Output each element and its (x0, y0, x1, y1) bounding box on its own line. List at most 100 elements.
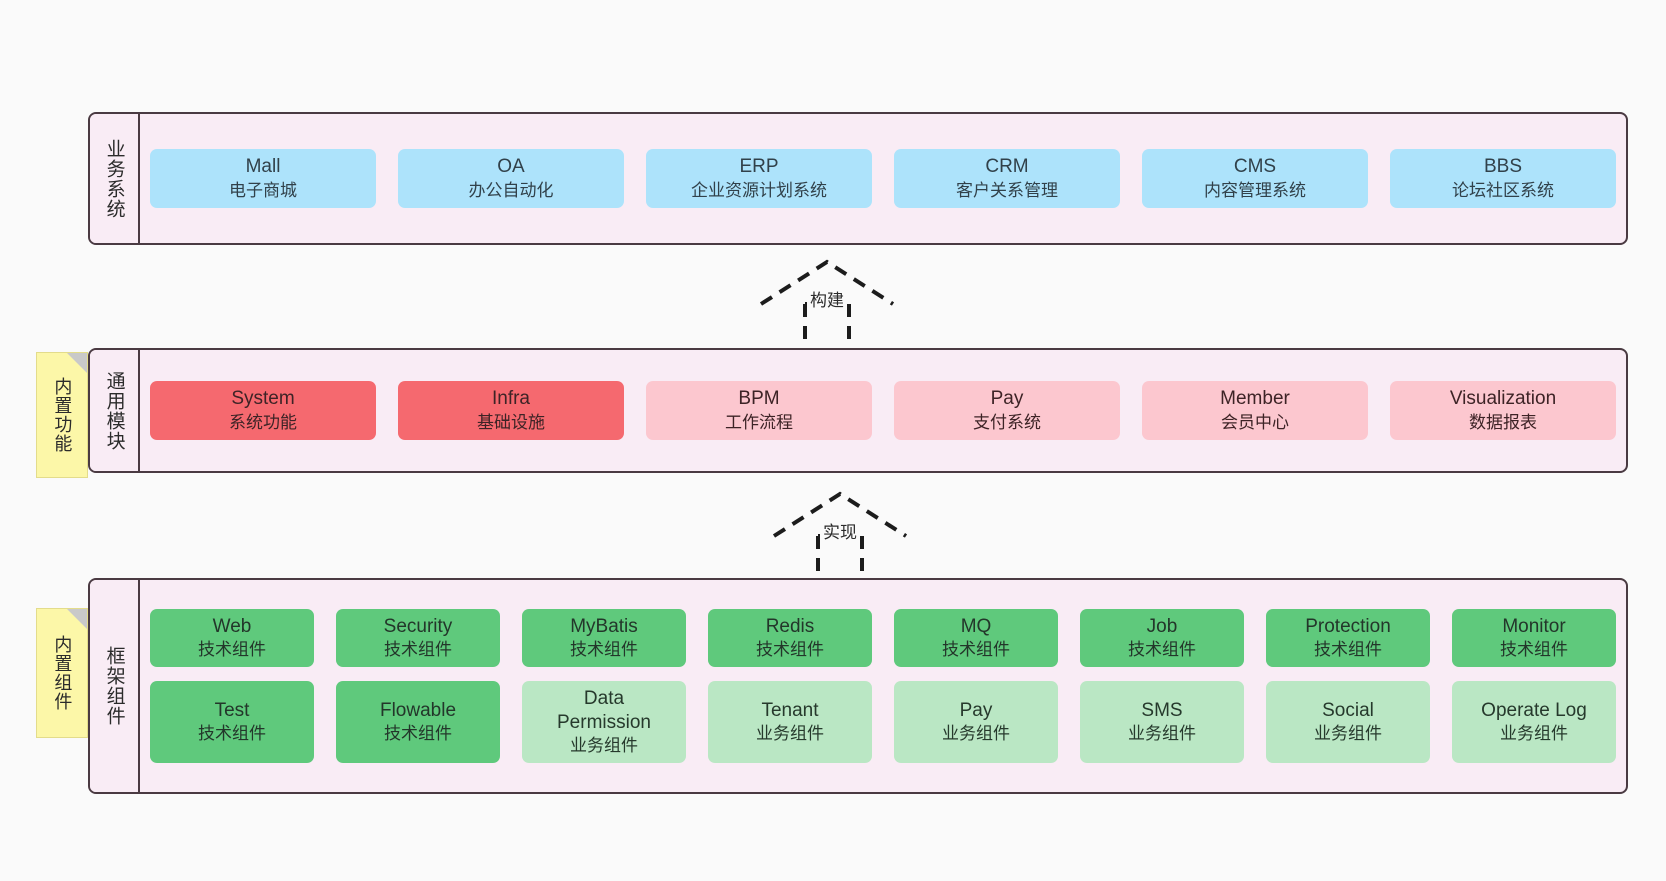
node-title: Mall (245, 156, 281, 178)
node-title: OA (497, 156, 525, 178)
node-title: Security (383, 615, 453, 637)
implement-arrow: 实现 (770, 490, 910, 580)
node-sms[interactable]: SMS 业务组件 (1080, 680, 1244, 764)
sticky-note-builtin-component: 内置组件 (36, 608, 88, 738)
node-title: Social (1322, 700, 1374, 721)
node-title: Pay (959, 700, 993, 721)
node-title: MyBatis (570, 615, 638, 637)
layer-label-business-system: 业务系统 (90, 114, 140, 243)
node-cms[interactable]: CMS 内容管理系统 (1142, 149, 1368, 208)
node-title: Protection (1305, 615, 1391, 637)
node-title: CMS (1233, 156, 1277, 178)
node-visualization[interactable]: Visualization 数据报表 (1390, 381, 1616, 440)
node-subtitle: 技术组件 (1128, 640, 1196, 660)
node-title: Infra (491, 388, 531, 410)
node-title: System (231, 388, 295, 410)
node-subtitle: 电子商城 (229, 180, 297, 200)
node-subtitle: 业务组件 (1128, 724, 1196, 744)
row-common-module: System 系统功能 Infra 基础设施 BPM 工作流程 Pay 支付系统… (150, 381, 1616, 440)
build-arrow-label: 构建 (807, 286, 847, 311)
node-subtitle: 技术组件 (198, 724, 266, 744)
node-subtitle: 技术组件 (942, 640, 1010, 660)
node-data-permission[interactable]: Data Permission 业务组件 (522, 680, 686, 764)
layer-common-module: 通用模块 System 系统功能 Infra 基础设施 BPM 工作流程 Pay… (88, 348, 1628, 473)
node-subtitle: 技术组件 (1314, 640, 1382, 660)
folded-corner-icon (67, 609, 87, 629)
sticky-note-label: 内置功能 (52, 377, 73, 453)
node-subtitle: 业务组件 (1314, 724, 1382, 744)
node-web[interactable]: Web 技术组件 (150, 608, 314, 667)
node-subtitle: 数据报表 (1469, 412, 1537, 432)
node-title: Redis (765, 615, 815, 637)
node-title: Flowable (379, 700, 457, 721)
layer-label-common-module: 通用模块 (90, 350, 140, 471)
node-subtitle: 业务组件 (756, 724, 824, 744)
node-subtitle: 技术组件 (570, 640, 638, 660)
node-oa[interactable]: OA 办公自动化 (398, 149, 624, 208)
node-subtitle: 技术组件 (384, 640, 452, 660)
node-subtitle: 内容管理系统 (1204, 180, 1306, 200)
node-job[interactable]: Job 技术组件 (1080, 608, 1244, 667)
node-subtitle: 技术组件 (756, 640, 824, 660)
node-title-line2: Permission (557, 712, 651, 734)
node-social[interactable]: Social 业务组件 (1266, 680, 1430, 764)
node-title: CRM (985, 156, 1029, 178)
node-bpm[interactable]: BPM 工作流程 (646, 381, 872, 440)
node-monitor[interactable]: Monitor 技术组件 (1452, 608, 1616, 667)
node-mybatis[interactable]: MyBatis 技术组件 (522, 608, 686, 667)
node-crm[interactable]: CRM 客户关系管理 (894, 149, 1120, 208)
node-title: Web (212, 615, 252, 637)
layer-label-framework-component: 框架组件 (90, 580, 140, 792)
node-subtitle: 业务组件 (570, 736, 638, 756)
node-tenant[interactable]: Tenant 业务组件 (708, 680, 872, 764)
node-title: Tenant (761, 700, 819, 721)
node-subtitle: 工作流程 (725, 412, 793, 432)
row-business-system: Mall 电子商城 OA 办公自动化 ERP 企业资源计划系统 CRM 客户关系… (150, 149, 1616, 208)
node-mq[interactable]: MQ 技术组件 (894, 608, 1058, 667)
row-framework-tech: Web 技术组件 Security 技术组件 MyBatis 技术组件 Redi… (150, 608, 1616, 667)
implement-arrow-label: 实现 (820, 518, 860, 543)
build-arrow: 构建 (757, 258, 897, 348)
node-title: Job (1146, 615, 1178, 637)
node-test[interactable]: Test 技术组件 (150, 680, 314, 764)
node-redis[interactable]: Redis 技术组件 (708, 608, 872, 667)
node-pay-component[interactable]: Pay 业务组件 (894, 680, 1058, 764)
node-operate-log[interactable]: Operate Log 业务组件 (1452, 680, 1616, 764)
node-subtitle: 业务组件 (942, 724, 1010, 744)
node-infra[interactable]: Infra 基础设施 (398, 381, 624, 440)
node-flowable[interactable]: Flowable 技术组件 (336, 680, 500, 764)
node-subtitle: 企业资源计划系统 (691, 180, 827, 200)
node-subtitle: 技术组件 (198, 640, 266, 660)
node-subtitle: 会员中心 (1221, 412, 1289, 432)
node-bbs[interactable]: BBS 论坛社区系统 (1390, 149, 1616, 208)
row-framework-business: Test 技术组件 Flowable 技术组件 Data Permission … (150, 680, 1616, 764)
node-pay-module[interactable]: Pay 支付系统 (894, 381, 1120, 440)
node-title: Operate Log (1481, 700, 1587, 721)
layer-body-framework-component: Web 技术组件 Security 技术组件 MyBatis 技术组件 Redi… (140, 580, 1626, 792)
node-subtitle: 客户关系管理 (956, 180, 1058, 200)
layer-body-common-module: System 系统功能 Infra 基础设施 BPM 工作流程 Pay 支付系统… (140, 350, 1626, 471)
node-subtitle: 办公自动化 (468, 180, 554, 200)
node-system[interactable]: System 系统功能 (150, 381, 376, 440)
node-security[interactable]: Security 技术组件 (336, 608, 500, 667)
layer-body-business-system: Mall 电子商城 OA 办公自动化 ERP 企业资源计划系统 CRM 客户关系… (140, 114, 1626, 243)
layer-business-system: 业务系统 Mall 电子商城 OA 办公自动化 ERP 企业资源计划系统 CRM… (88, 112, 1628, 245)
node-title: Member (1220, 388, 1290, 410)
node-title: Monitor (1502, 615, 1566, 637)
node-protection[interactable]: Protection 技术组件 (1266, 608, 1430, 667)
node-subtitle: 支付系统 (973, 412, 1041, 432)
folded-corner-icon (67, 353, 87, 373)
node-title: BPM (738, 388, 780, 410)
node-title: SMS (1141, 700, 1183, 721)
node-subtitle: 技术组件 (384, 724, 452, 744)
node-title: Pay (990, 388, 1024, 410)
node-subtitle: 基础设施 (477, 412, 545, 432)
node-member[interactable]: Member 会员中心 (1142, 381, 1368, 440)
node-mall[interactable]: Mall 电子商城 (150, 149, 376, 208)
node-erp[interactable]: ERP 企业资源计划系统 (646, 149, 872, 208)
node-title: BBS (1483, 156, 1523, 178)
node-subtitle: 论坛社区系统 (1452, 180, 1554, 200)
node-title: Visualization (1449, 388, 1557, 410)
sticky-note-builtin-function: 内置功能 (36, 352, 88, 478)
